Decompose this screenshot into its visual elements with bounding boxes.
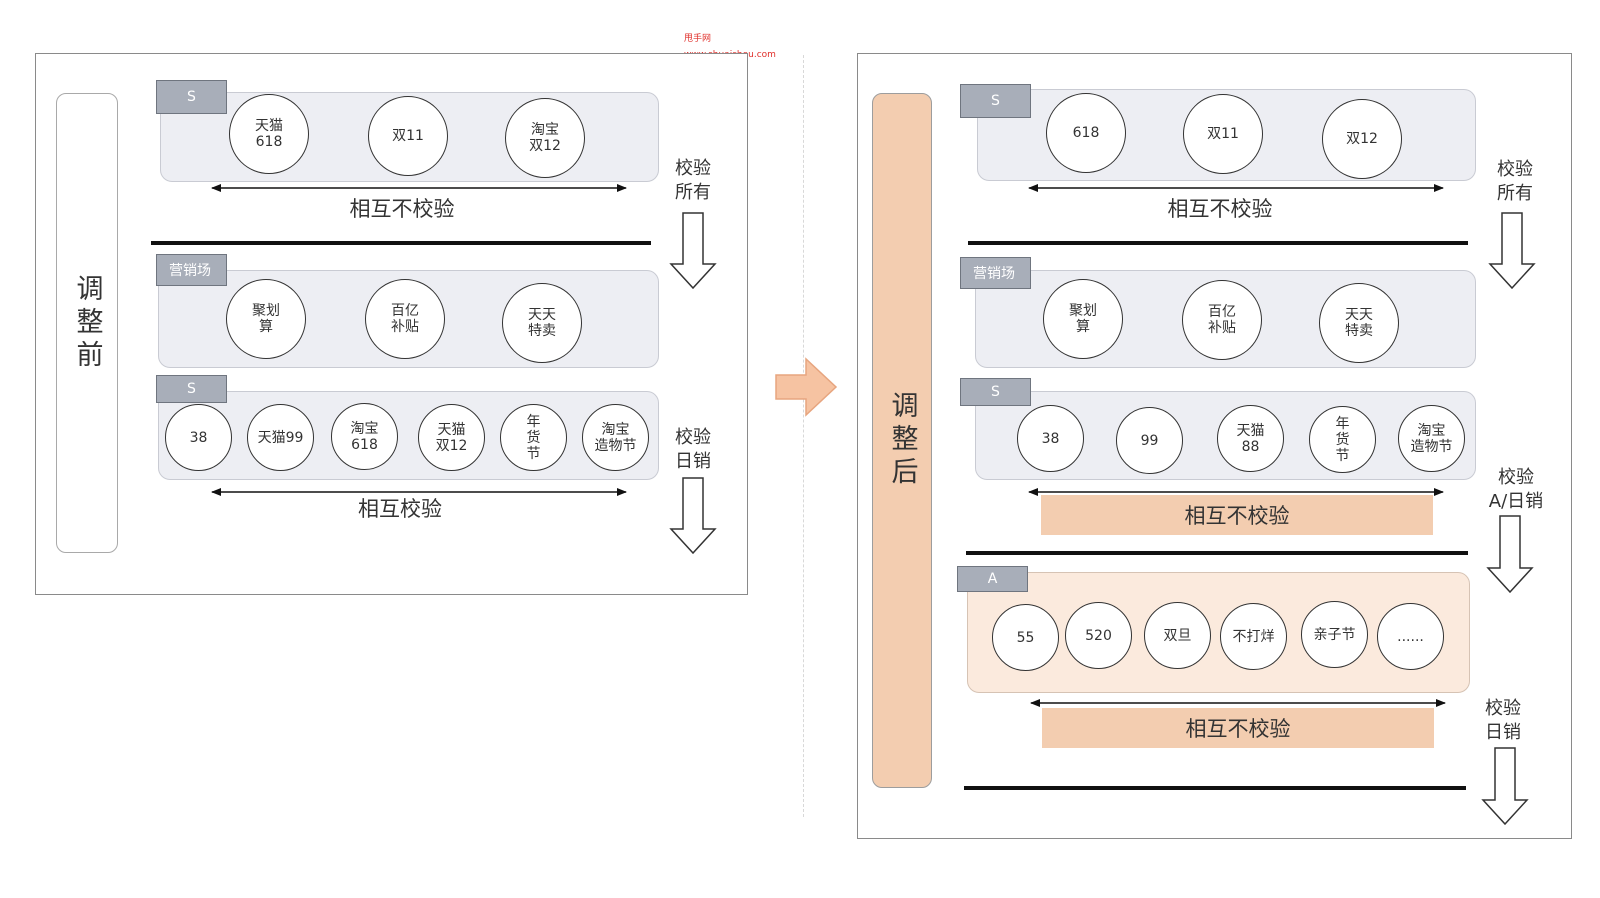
event-circle: 淘宝 618 <box>331 403 398 470</box>
event-circle: 淘宝 双12 <box>505 98 585 178</box>
divider-line <box>964 786 1466 790</box>
event-circle: 双旦 <box>1144 602 1211 669</box>
event-circle: 双12 <box>1322 99 1402 179</box>
event-circle: 99 <box>1116 407 1183 474</box>
before-sidebar: 调整前 <box>56 93 118 553</box>
event-circle: 聚划 算 <box>1043 279 1123 359</box>
after-group-s1-tag: S <box>960 84 1031 118</box>
after-group3-caption: 相互不校验 <box>1184 504 1290 528</box>
event-circle: ...... <box>1377 603 1444 670</box>
event-circle: 双11 <box>368 96 448 176</box>
event-circle: 不打烊 <box>1220 603 1287 670</box>
before-side-label-bottom: 校验 日销 <box>675 427 711 472</box>
event-circle: 天猫99 <box>247 404 314 471</box>
after-group4-caption-bar: 相互不校验 <box>1042 708 1434 748</box>
down-arrow-icon <box>1481 747 1529 826</box>
event-circle: 亲子节 <box>1301 601 1368 668</box>
after-group-s2-tag: S <box>960 378 1031 406</box>
divider-line <box>966 551 1468 555</box>
event-circle: 百亿 补贴 <box>1182 280 1262 360</box>
down-arrow-icon <box>669 212 717 290</box>
before-sidebar-label: 调整前 <box>71 273 103 373</box>
event-circle: 618 <box>1046 93 1126 173</box>
before-group-s1-tag: S <box>156 80 227 114</box>
event-circle: 天天 特卖 <box>502 283 582 363</box>
event-circle: 百亿 补贴 <box>365 279 445 359</box>
after-side-label-mid: 校验 A/日销 <box>1488 467 1544 512</box>
after-group1-caption: 相互不校验 <box>1167 197 1273 221</box>
after-sidebar-label: 调整后 <box>886 391 918 490</box>
event-circle: 天猫 618 <box>229 94 309 174</box>
event-circle: 双11 <box>1183 94 1263 174</box>
event-circle: 天天 特卖 <box>1319 283 1399 363</box>
event-circle: 淘宝 造物节 <box>1398 405 1465 472</box>
event-circle: 年 货 节 <box>1309 406 1376 473</box>
center-divider <box>803 55 804 817</box>
event-circle: 天猫 双12 <box>418 404 485 471</box>
event-circle: 55 <box>992 604 1059 671</box>
after-group4-caption: 相互不校验 <box>1185 717 1291 741</box>
after-group-a-tag: A <box>957 566 1028 592</box>
after-side-label-top: 校验 所有 <box>1497 159 1533 204</box>
event-circle: 520 <box>1065 602 1132 669</box>
right-arrow-icon <box>775 357 838 417</box>
event-circle: 天猫 88 <box>1217 405 1284 472</box>
divider-line <box>968 241 1468 245</box>
before-group-marketing-tag: 营销场 <box>156 254 227 286</box>
down-arrow-icon <box>1486 515 1534 594</box>
event-circle: 38 <box>165 404 232 471</box>
divider-line <box>151 241 651 245</box>
event-circle: 38 <box>1017 405 1084 472</box>
after-group-marketing-tag: 营销场 <box>960 257 1031 289</box>
after-sidebar: 调整后 <box>872 93 932 788</box>
event-circle: 淘宝 造物节 <box>582 404 649 471</box>
before-side-label-top: 校验 所有 <box>675 158 711 203</box>
watermark-title: 甩手网 <box>684 34 712 44</box>
before-group-s2 <box>158 391 659 480</box>
down-arrow-icon <box>1488 212 1536 290</box>
after-side-label-bottom: 校验 日销 <box>1485 698 1521 743</box>
after-group3-caption-bar: 相互不校验 <box>1041 495 1433 535</box>
before-group3-caption: 相互校验 <box>358 497 442 521</box>
down-arrow-icon <box>669 477 717 555</box>
event-circle: 年 货 节 <box>500 404 567 471</box>
before-group-s2-tag: S <box>156 375 227 403</box>
event-circle: 聚划 算 <box>226 279 306 359</box>
before-group1-caption: 相互不校验 <box>349 197 455 221</box>
